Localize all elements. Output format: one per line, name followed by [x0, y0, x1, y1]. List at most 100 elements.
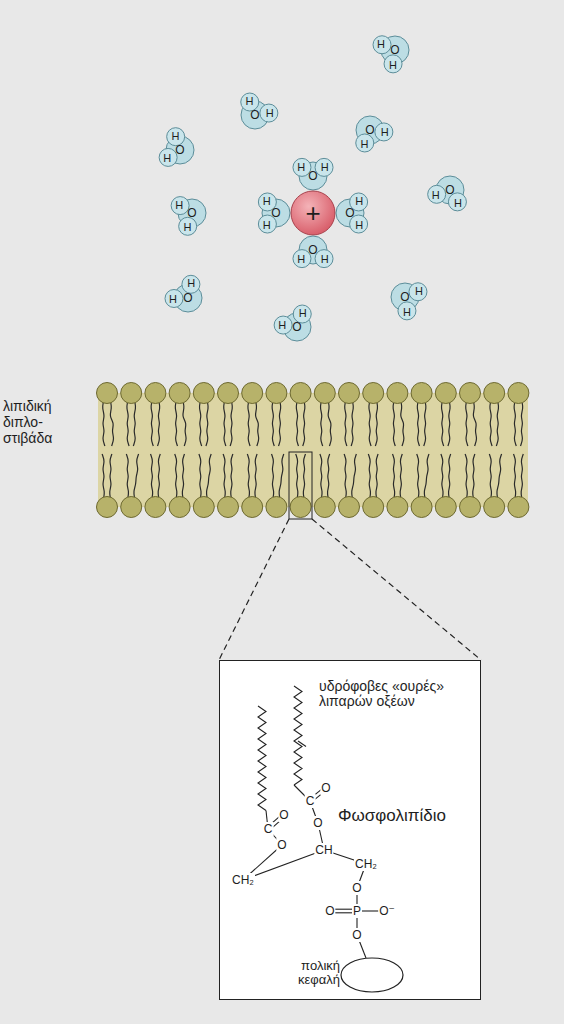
fatty-acid-tail	[127, 401, 129, 446]
bond-line	[324, 850, 366, 864]
water-molecule: HOH	[267, 297, 327, 357]
atom-symbol: O	[187, 207, 196, 219]
hydrogen-atom	[373, 36, 391, 54]
polar-head	[242, 383, 263, 404]
fatty-acid-tail	[424, 401, 426, 446]
fatty-acid-tail	[133, 401, 135, 446]
hydrogen-atom	[293, 158, 311, 176]
fatty-acid-tail	[175, 454, 177, 499]
fatty-acid-tail	[369, 401, 371, 446]
atom-symbol: O	[345, 207, 354, 219]
polar-head	[145, 497, 166, 518]
polar-head	[193, 383, 214, 404]
polar-head	[290, 497, 311, 518]
polar-head	[363, 383, 384, 404]
polar-head	[508, 497, 529, 518]
hydrogen-atom	[315, 158, 333, 176]
ion-circle	[291, 191, 335, 235]
atom-symbol: H	[297, 254, 305, 265]
fatty-acid-tail	[489, 454, 491, 499]
fatty-acid-tail	[296, 454, 298, 499]
bond-line	[298, 741, 306, 747]
water-molecule: HOH	[283, 220, 343, 280]
water-molecule: HOH	[225, 85, 285, 145]
atom-symbol: O	[312, 816, 323, 830]
polar-heads	[97, 383, 529, 518]
atom-symbol: P	[352, 904, 362, 918]
zoom-line	[219, 519, 289, 660]
hydrogen-atom	[179, 217, 197, 235]
atom-symbol: H	[321, 161, 329, 172]
atom-symbol: O	[308, 244, 317, 256]
fatty-acid-tail	[110, 401, 113, 446]
polar-head	[218, 497, 239, 518]
atom-symbol: O⁻	[378, 904, 396, 918]
hydrogen-atom	[375, 123, 393, 141]
fatty-acid-tail	[496, 401, 498, 446]
bond-line	[330, 909, 357, 910]
bond-line	[258, 706, 266, 811]
atom-symbol: O	[365, 124, 374, 136]
bond-line	[356, 911, 357, 935]
zoom-panel	[219, 660, 481, 1000]
fatty-acid-tail	[102, 454, 104, 499]
polar-head	[363, 497, 384, 518]
atom-symbol: O	[390, 44, 399, 56]
polar-head	[121, 383, 142, 404]
fatty-acid-tail	[175, 401, 177, 446]
atom-symbol: CH	[314, 843, 333, 857]
polar-head	[387, 383, 408, 404]
polar-head	[339, 497, 360, 518]
water-molecule: HOH	[150, 120, 210, 180]
polar-head-ellipse	[341, 958, 403, 992]
polar-head	[508, 383, 529, 404]
structure-label: λιπιδική διπλο- στιβάδα	[3, 398, 95, 446]
fatty-acid-tail	[134, 454, 139, 499]
hydrogen-atom	[428, 185, 446, 203]
hydrogen-atom	[356, 134, 374, 152]
water-molecule: HOH	[162, 183, 222, 243]
polar-head	[314, 497, 335, 518]
atom-symbol: O	[308, 170, 317, 182]
atom-symbol: H	[403, 306, 411, 317]
polar-head	[97, 383, 118, 404]
fatty-acid-tail	[351, 401, 353, 446]
atom-symbol: H	[432, 189, 440, 200]
bond-line	[357, 864, 366, 888]
polar-head	[242, 497, 263, 518]
fatty-acid-tail	[207, 454, 212, 499]
polar-head	[266, 497, 287, 518]
atom-symbol: O	[271, 207, 280, 219]
polar-head	[460, 497, 481, 518]
bilayer-band	[98, 393, 528, 507]
zoom-box: υδρόφοβες «ουρές» λιπαρών οξέωνΦωσφολιπί…	[219, 660, 481, 1000]
fatty-acid-tail	[514, 401, 516, 446]
fatty-acid-tail	[521, 454, 523, 499]
fatty-acid-tail	[328, 401, 331, 446]
atom-symbol: O	[324, 904, 335, 918]
atom-symbol: H	[321, 254, 329, 265]
polar-head	[387, 497, 408, 518]
polar-head	[145, 383, 166, 404]
fatty-acid-tail	[183, 401, 186, 446]
part-label: πολική κεφαλή	[264, 959, 340, 988]
atom-symbol: H	[360, 138, 368, 149]
fatty-acid-tail	[272, 401, 274, 446]
bond-line	[318, 823, 324, 850]
fatty-acid-tail	[473, 401, 476, 446]
bond-line	[356, 888, 357, 911]
polar-head	[218, 383, 239, 404]
fatty-acid-tail	[206, 401, 208, 446]
fatty-acid-tail	[230, 401, 232, 446]
hydrogen-atom	[274, 316, 292, 334]
atom-symbol: H	[389, 59, 397, 70]
fatty-acid-tail	[255, 454, 257, 499]
atom-symbol: H	[263, 196, 271, 207]
hydrogen-atom	[293, 250, 311, 268]
water-molecule: HOH	[420, 160, 480, 220]
bond-line	[268, 829, 282, 845]
fatty-acid-tail	[247, 454, 249, 499]
fatty-acid-tail	[393, 454, 395, 499]
